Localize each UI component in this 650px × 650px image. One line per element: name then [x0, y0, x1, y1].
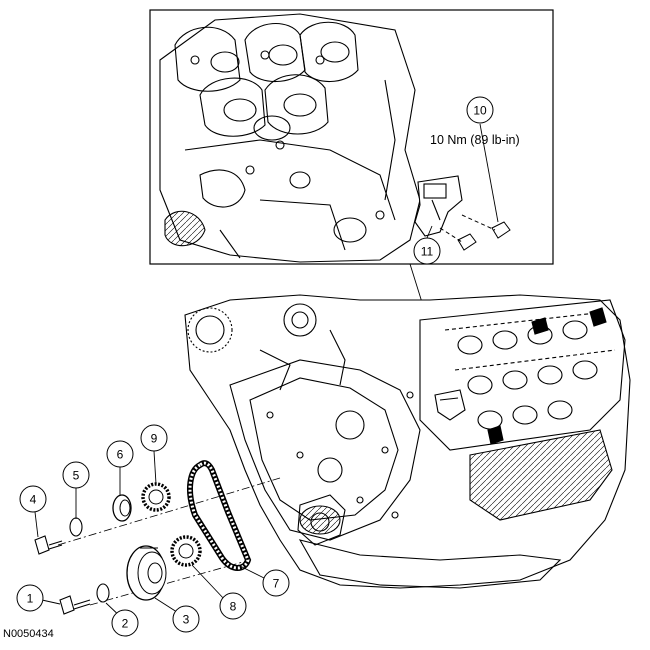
callout-7: 7 [262, 569, 290, 597]
bolt-lower [59, 595, 91, 615]
crankshaft-pulley [126, 545, 167, 601]
callout-2-label: 2 [122, 617, 129, 631]
inset-detail: 10 10 Nm (89 lb-in) 11 [149, 9, 554, 265]
callout-11-label: 11 [421, 245, 434, 259]
callout-1-label: 1 [27, 592, 34, 606]
callout-4: 4 [19, 485, 47, 513]
alignment-axes [57, 477, 281, 606]
engine-assembly [184, 294, 631, 589]
washer-lower [96, 583, 110, 603]
upper-camshaft-sprocket [141, 482, 171, 512]
torque-spec-text: 10 Nm (89 lb-in) [430, 133, 520, 147]
timing-chain [186, 460, 252, 571]
inset-cylinder-head-drawing [159, 13, 421, 263]
callout-1: 1 [16, 584, 44, 612]
callout-10-label: 10 [473, 104, 487, 118]
callout-11: 11 [413, 225, 441, 265]
callout-4-label: 4 [30, 493, 37, 507]
bolt-upper [34, 535, 63, 555]
tensioner-bolts [439, 214, 511, 251]
callout-7-label: 7 [273, 577, 280, 591]
lower-camshaft-sprocket [170, 535, 202, 567]
callout-5: 5 [62, 461, 90, 489]
callout-9-label: 9 [151, 432, 158, 446]
callout-6: 6 [106, 440, 134, 468]
callout-9: 9 [140, 424, 168, 452]
timing-chain-tensioner [414, 175, 463, 237]
washer-upper [69, 517, 83, 537]
callout-3: 3 [172, 605, 200, 633]
callout-6-label: 6 [117, 448, 124, 462]
callout-8: 8 [219, 592, 247, 620]
camshaft-bushing [112, 494, 132, 522]
callout-8-label: 8 [230, 600, 237, 614]
callout-2: 2 [111, 609, 139, 637]
callout-5-label: 5 [73, 469, 80, 483]
camshaft-lobes [457, 320, 598, 430]
callout-10: 10 [466, 96, 499, 223]
figure-id: N0050434 [3, 628, 54, 640]
callout-3-label: 3 [183, 613, 190, 627]
